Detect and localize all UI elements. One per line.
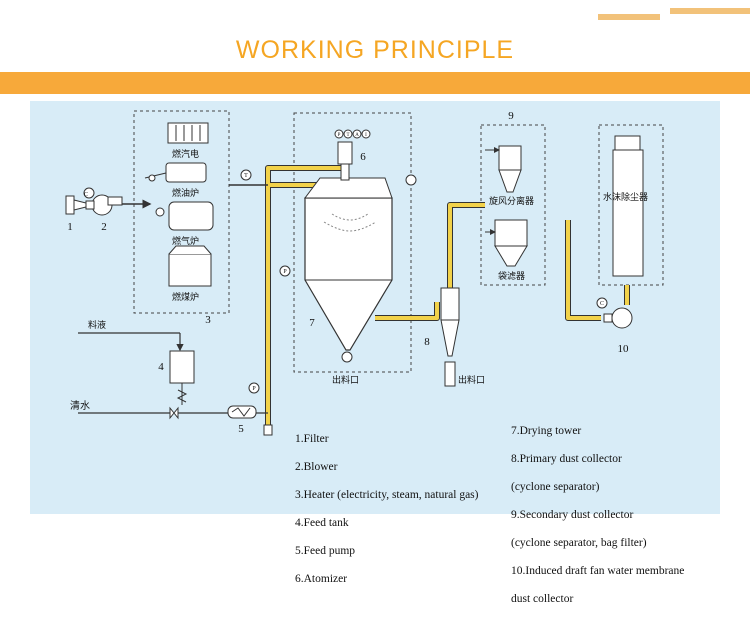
label-bag-filter: 袋滤器: [498, 270, 525, 282]
coal-furnace-icon: [168, 245, 212, 287]
electric-heater-icon: [167, 122, 209, 144]
instrument-label: T: [244, 173, 248, 179]
legend-item: (cyclone separator, bag filter): [511, 537, 647, 549]
valve-icon: [169, 406, 179, 420]
instrument-label: I: [365, 133, 367, 138]
instrument-label: P: [283, 269, 287, 275]
label-coal-furnace: 燃煤炉: [172, 291, 199, 303]
legend-item: 7.Drying tower: [511, 425, 582, 437]
legend-left: 1.Filter 2.Blower 3.Heater (electricity,…: [295, 418, 500, 600]
label-cyclone-separator: 旋风分离器: [489, 195, 534, 207]
legend-item: 5.Feed pump: [295, 545, 356, 557]
legend-item: 8.Primary dust collector: [511, 453, 622, 465]
pressure-gauge-icon: [279, 265, 291, 277]
label-tower-number: 7: [309, 317, 315, 329]
label-feed-pump-number: 5: [238, 423, 244, 435]
label-heater-number: 3: [205, 314, 211, 326]
cyclone-separator-icon: [485, 145, 522, 193]
instrument-label: C: [600, 301, 604, 307]
bag-filter-icon: [485, 219, 528, 267]
label-oil-furnace: 燃油炉: [172, 187, 199, 199]
label-water-film-collector: 水沫除尘器: [603, 191, 648, 203]
control-instrument-icon: [83, 187, 95, 199]
label-water-collector-number: 10: [618, 343, 630, 355]
title-band: [0, 72, 750, 94]
process-diagram: C P T A I T: [65, 110, 664, 436]
temperature-gauge-icon: [240, 169, 252, 181]
feed-pump-icon: [227, 405, 257, 419]
oil-furnace-icon: [144, 162, 207, 183]
atomizer-icon: [334, 129, 371, 181]
legend-item: 3.Heater (electricity, steam, natural ga…: [295, 489, 479, 501]
label-steam-heater: 燃汽电: [172, 148, 199, 160]
label-secondary-collector-number: 9: [508, 110, 514, 122]
label-primary-collector-number: 8: [424, 336, 430, 348]
heater-group-box: [133, 110, 230, 314]
legend-item: 1.Filter: [295, 433, 329, 445]
top-stripe: [670, 8, 750, 14]
label-clear-water: 清水: [70, 399, 90, 412]
label-feed-liquid: 料液: [88, 319, 106, 331]
top-stripe: [598, 14, 660, 20]
label-cyclone-outlet: 出料口: [458, 374, 485, 386]
label-atomizer-number: 6: [360, 151, 366, 163]
legend-item: dust collector: [511, 593, 574, 605]
page-title: WORKING PRINCIPLE: [235, 36, 515, 64]
instrument-label: A: [355, 133, 359, 138]
legend-item: 6.Atomizer: [295, 573, 348, 585]
instrument-label: P: [338, 133, 341, 138]
label-filter-number: 1: [67, 221, 73, 233]
legend-right: 7.Drying tower 8.Primary dust collector …: [511, 410, 716, 620]
top-decoration: [0, 0, 750, 24]
exhaust-gauge-icon: [405, 174, 417, 186]
feed-tank-icon: [169, 350, 195, 405]
tower-group-box: [293, 112, 412, 373]
instrument-label: P: [252, 386, 256, 392]
gas-furnace-icon: [155, 201, 214, 231]
water-collector-box: [598, 124, 664, 286]
induced-draft-fan-icon: [596, 297, 633, 329]
drying-tower-icon: [304, 177, 393, 363]
legend-item: 9.Secondary dust collector: [511, 509, 634, 521]
label-blower-number: 2: [101, 221, 107, 233]
legend-item: 2.Blower: [295, 461, 338, 473]
label-tower-outlet: 出料口: [332, 374, 359, 386]
blower-icon: [83, 187, 123, 216]
label-feed-tank-number: 4: [158, 361, 164, 373]
legend-item: 10.Induced draft fan water membrane: [511, 565, 685, 577]
legend-item: 4.Feed tank: [295, 517, 349, 529]
pressure-gauge-icon: [248, 382, 260, 394]
water-film-collector-icon: [612, 135, 644, 277]
legend-item: (cyclone separator): [511, 481, 600, 493]
instrument-label: C: [84, 192, 88, 198]
pump-outlet-icon: [263, 424, 273, 436]
label-gas-furnace: 燃气炉: [172, 235, 199, 247]
filter-icon: [65, 195, 87, 215]
primary-cyclone-icon: [440, 287, 460, 387]
instrument-label: T: [346, 133, 349, 138]
